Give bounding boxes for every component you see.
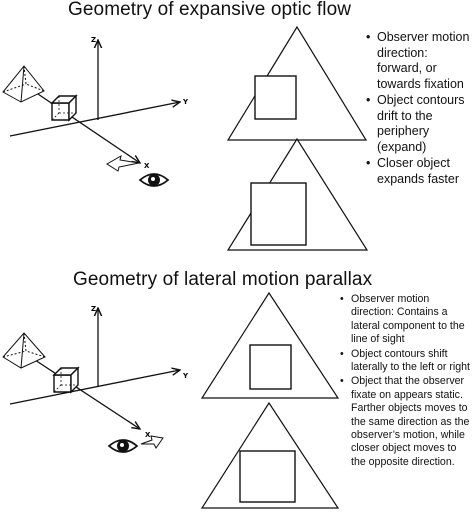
top-triangle-near xyxy=(226,137,369,251)
motion-arrow-icon xyxy=(140,435,164,449)
top-bullet-list: Observer motion direction: forward, or t… xyxy=(366,30,474,188)
top-square-far xyxy=(254,75,297,120)
bottom-title: Geometry of lateral motion parallax xyxy=(73,269,373,290)
bottom-square-near xyxy=(239,450,296,503)
top-z-label: Z xyxy=(91,36,96,44)
bottom-x-label: X xyxy=(145,431,151,439)
bottom-triangle-near xyxy=(200,401,340,509)
top-x-label: X xyxy=(144,162,150,170)
bottom-bullet-list: Observer motion direction: Contains a la… xyxy=(340,293,474,470)
bottom-y-axis xyxy=(9,370,180,405)
eye-icon xyxy=(107,439,139,453)
top-square-near xyxy=(250,182,307,246)
top-title: Geometry of expansive optic flow xyxy=(68,0,352,20)
bottom-z-label: Z xyxy=(91,305,96,313)
motion-arrow-icon xyxy=(106,154,140,172)
eye-icon xyxy=(138,173,170,187)
list-item: Closer object expands faster xyxy=(366,156,474,187)
pyramid-icon xyxy=(2,332,46,369)
bottom-triangle-far xyxy=(200,291,340,399)
bottom-x-axis xyxy=(34,359,140,429)
top-triangle-far xyxy=(226,25,368,141)
list-item: Object that the observer fixate on appea… xyxy=(340,375,474,469)
list-item: Observer motion direction: forward, or t… xyxy=(366,30,474,92)
list-item: Observer motion direction: Contains a la… xyxy=(340,293,474,347)
bottom-y-label: Y xyxy=(182,372,189,380)
top-y-label: Y xyxy=(182,98,189,106)
list-item: Object contours drift to the periphery (… xyxy=(366,93,474,155)
top-axes xyxy=(9,40,180,163)
pyramid-icon xyxy=(2,65,45,103)
cube-icon xyxy=(50,94,78,122)
top-y-axis xyxy=(9,102,180,137)
cube-icon xyxy=(52,366,80,394)
bottom-axes xyxy=(9,308,180,429)
bottom-square-far xyxy=(249,344,292,390)
list-item: Object contours shift laterally to the l… xyxy=(340,348,474,375)
